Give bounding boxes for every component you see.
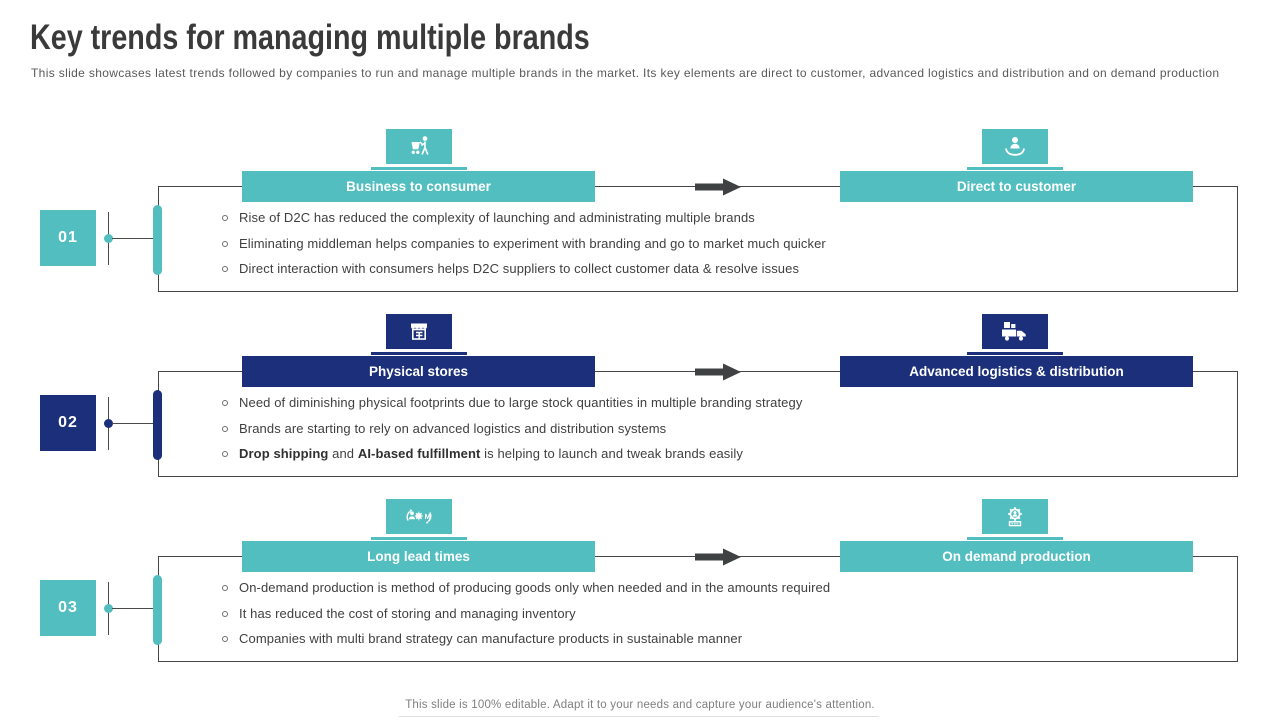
bullet-text: Direct interaction with consumers helps …: [239, 261, 800, 277]
bullet-item: Eliminating middleman helps companies to…: [220, 236, 1220, 262]
bullet-marker-icon: [222, 451, 228, 458]
bullet-marker-icon: [222, 400, 228, 406]
row-number-badge: 01: [40, 210, 96, 266]
bullet-list: On-demand production is method of produc…: [220, 580, 1220, 657]
bullet-text: Companies with multi brand strategy can …: [239, 631, 743, 647]
bullet-text: Brands are starting to rely on advanced …: [239, 420, 667, 436]
trend-label-right: Advanced logistics & distribution: [840, 356, 1193, 387]
bullet-text: It has reduced the cost of storing and m…: [239, 605, 576, 621]
icon-underline: [967, 167, 1063, 170]
trend-row-long-lead-times: 03 M: [0, 499, 1280, 669]
bullet-list: Rise of D2C has reduced the complexity o…: [220, 210, 1220, 287]
icon-underline: [371, 352, 467, 355]
bullet-text: Rise of D2C has reduced the complexity o…: [239, 210, 755, 225]
content-outline-box: [158, 371, 1238, 477]
bullet-item: Rise of D2C has reduced the complexity o…: [220, 210, 1220, 236]
hand-holding-customer-icon: [982, 129, 1048, 164]
bullet-item: On-demand production is method of produc…: [220, 580, 1220, 606]
bold-term: Drop shipping: [239, 446, 329, 462]
right-arrow-icon: [695, 363, 741, 381]
production-gear-icon: [982, 499, 1048, 534]
connector-dot: [104, 604, 113, 613]
slide-subtitle: This slide showcases latest trends follo…: [31, 66, 1220, 80]
footer-divider: [399, 716, 879, 717]
icon-underline: [967, 537, 1063, 540]
bullet-item: Need of diminishing physical footprints …: [220, 395, 1220, 421]
right-arrow-icon: [695, 548, 741, 566]
bullet-list: Need of diminishing physical footprints …: [220, 395, 1220, 472]
trend-label-left: Business to consumer: [242, 171, 595, 202]
trend-row-physical-stores: 02 Physical stores: [0, 314, 1280, 484]
team-process-gear-icon: M: [386, 499, 452, 534]
consumer-shopping-cart-icon: [386, 129, 452, 164]
bullet-marker-icon: [222, 585, 228, 591]
bullet-item: Brands are starting to rely on advanced …: [220, 421, 1220, 447]
trend-label-left: Long lead times: [242, 541, 595, 572]
accent-bar: [153, 205, 162, 275]
icon-underline: [371, 537, 467, 540]
trend-row-business-to-consumer: 01 Business to consumer: [0, 129, 1280, 299]
trend-label-left: Physical stores: [242, 356, 595, 387]
connector-line: [112, 423, 159, 424]
row-number-badge: 02: [40, 395, 96, 451]
svg-text:M: M: [425, 512, 431, 521]
icon-underline: [967, 352, 1063, 355]
icon-underline: [371, 167, 467, 170]
bullet-marker-icon: [222, 610, 228, 617]
bullet-marker-icon: [222, 215, 228, 221]
page-title: Key trends for managing multiple brands: [30, 18, 590, 57]
bold-term: AI-based fulfillment: [357, 446, 481, 462]
footer-note: This slide is 100% editable. Adapt it to…: [405, 699, 875, 711]
connector-line: [112, 608, 159, 609]
bullet-item: It has reduced the cost of storing and m…: [220, 606, 1220, 632]
bullet-item: Companies with multi brand strategy can …: [220, 631, 1220, 657]
storefront-icon: [386, 314, 452, 349]
bullet-text: Eliminating middleman helps companies to…: [239, 235, 826, 251]
connector-line: [112, 238, 159, 239]
accent-bar: [153, 575, 162, 645]
trend-label-right: Direct to customer: [840, 171, 1193, 202]
bullet-marker-icon: [222, 266, 228, 273]
row-number-badge: 03: [40, 580, 96, 636]
connector-dot: [104, 419, 113, 428]
bullet-text: On-demand production is method of produc…: [239, 580, 831, 595]
content-outline-box: [158, 186, 1238, 292]
bullet-marker-icon: [222, 425, 228, 432]
delivery-truck-icon: [982, 314, 1048, 349]
trend-label-right: On demand production: [840, 541, 1193, 572]
connector-dot: [104, 234, 113, 243]
bullet-item: Direct interaction with consumers helps …: [220, 261, 1220, 287]
bullet-marker-icon: [222, 240, 228, 247]
right-arrow-icon: [695, 178, 741, 196]
bullet-marker-icon: [222, 636, 228, 643]
bullet-item: Drop shipping and AI-based fulfillment i…: [220, 446, 1220, 472]
bullet-text: Need of diminishing physical footprints …: [239, 395, 803, 410]
accent-bar: [153, 390, 162, 460]
content-outline-box: [158, 556, 1238, 662]
bullet-text: Drop shipping and AI-based fulfillment i…: [239, 446, 743, 462]
